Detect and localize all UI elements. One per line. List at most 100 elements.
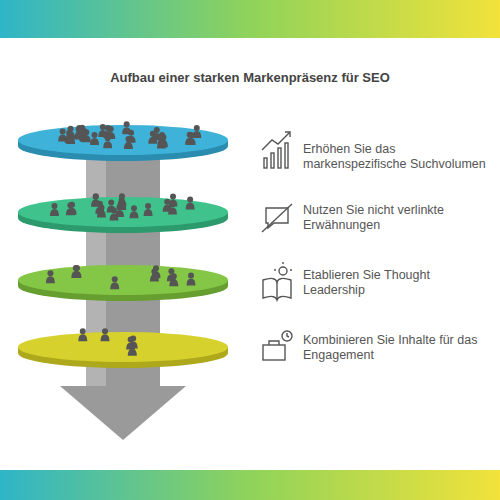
person-head [100,124,106,130]
person-head [112,276,118,282]
person-body [129,342,138,349]
person-head [60,128,66,134]
person-icon [66,131,75,144]
person-body [159,140,168,147]
book-bulb-icon [263,262,292,300]
icon-group [262,132,292,360]
person-icon [122,121,131,134]
person-icon [159,134,168,147]
person-head [108,200,114,206]
disc-top [18,197,228,227]
person-body [50,209,59,216]
person-head [73,265,79,271]
person-head [188,132,194,138]
person-body [90,138,99,145]
person-icon [91,193,100,206]
person-body [186,203,195,210]
person-icon [68,202,77,215]
person-head [68,131,74,137]
person-icon [50,203,59,216]
person-head [125,136,131,142]
person-body [109,213,118,220]
person-head [119,193,125,199]
person-body [91,200,100,207]
person-head [79,125,85,131]
person-body [110,282,119,289]
person-body [98,130,107,137]
person-head [47,270,53,276]
person-icon [91,194,100,207]
person-icon [187,273,196,286]
step-label: Nutzen Sie nicht verlinkte Erwähnungen [303,203,495,233]
person-head [188,273,194,279]
person-head [69,202,75,208]
person-body [103,141,112,148]
person-icon [129,336,138,349]
person-icon [150,269,159,282]
person-icon [169,273,178,286]
person-body [187,279,196,286]
person-head [145,203,151,209]
person-head [194,125,200,131]
person-body [46,276,55,283]
person-body [97,211,106,218]
person-body [91,199,100,206]
person-icon [130,205,139,218]
person-head [170,194,176,200]
person-icon [71,265,80,278]
person-body [128,349,137,356]
person-head [105,125,111,131]
person-icon [187,132,196,145]
person-head [68,126,74,132]
person-icon [78,125,87,138]
person-body [150,275,159,282]
person-body [144,209,153,216]
person-body [68,208,77,215]
person-icon [107,200,116,213]
person-icon [124,136,133,149]
person-icon [101,328,110,341]
step-label: Kombinieren Sie Inhalte für das Engageme… [303,333,495,363]
person-head [93,194,99,200]
person-body [169,279,178,286]
person-head [92,132,98,138]
person-body [78,334,87,341]
person-head [124,121,130,127]
person-icon [98,124,107,137]
person-head [160,134,166,140]
person-icon [167,268,176,281]
person-head [151,269,157,275]
person-body [101,334,110,341]
person-body [122,127,131,134]
person-head [168,268,174,274]
person-head [102,328,108,334]
person-head [131,205,137,211]
person-body [130,211,139,218]
person-body [124,142,133,149]
person-head [130,336,136,342]
person-icon [66,126,75,139]
person-body [78,131,87,138]
step-label: Etablieren Sie Thought Leadership [303,268,495,298]
person-body [169,200,178,207]
person-icon [169,194,178,207]
person-head [93,193,99,199]
person-icon [90,132,99,145]
person-body [66,137,75,144]
person-head [171,273,177,279]
step-label: Erhöhen Sie das markenspezifische Suchvo… [303,142,495,172]
person-head [154,127,160,133]
person-icon [117,193,126,206]
person-body [187,138,196,145]
down-arrow [60,386,186,440]
disc-top [18,265,228,295]
person-icon [97,205,106,218]
person-icon [46,270,55,283]
diagram-title: Aufbau einer starken Markenpräsenz für S… [0,70,500,85]
top-band [0,0,500,38]
person-head [80,328,86,334]
unlinked-icon [262,204,292,232]
person-icon [186,197,195,210]
person-body [117,199,126,206]
